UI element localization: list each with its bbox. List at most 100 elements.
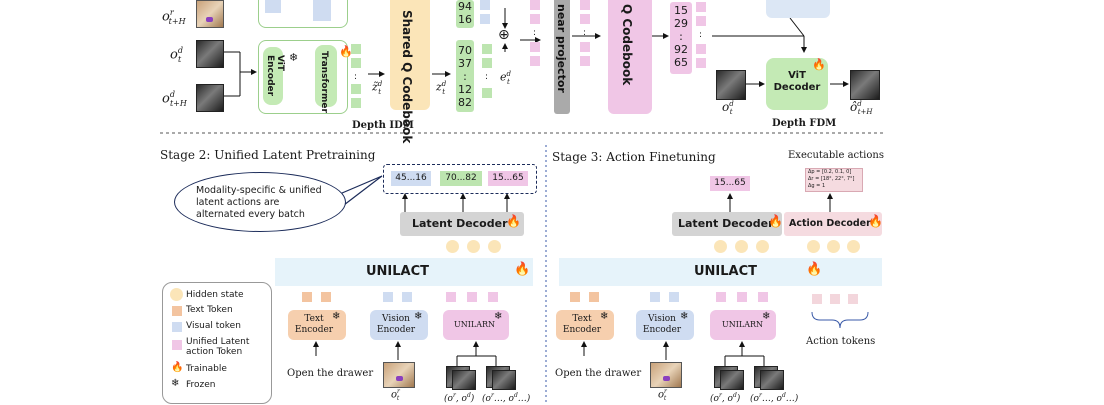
text-token-icon: [172, 306, 182, 316]
snowflake-icon: ❄: [680, 311, 689, 322]
unified-token-seq-stage3: 15...65: [710, 176, 750, 191]
depth-thumbnail-input: [716, 70, 746, 100]
unilarn-block-stage2: [443, 310, 509, 340]
action-token: [848, 294, 858, 304]
unilact-label-stage2: UNILACT: [366, 264, 430, 279]
text-token: [321, 292, 331, 302]
obs-rgb-t-label-stage3: ort: [658, 388, 667, 403]
depth-idm-box: ViT Encoder ❄ Transformer 🔥: [258, 40, 353, 114]
text-token: [589, 292, 599, 302]
hidden-state-dot: [827, 240, 840, 253]
unified-token: [488, 292, 498, 302]
obs-rgb-label: ort+H: [162, 8, 186, 26]
visual-token: [650, 292, 660, 302]
rgb-idm-box: [258, 0, 348, 28]
legend-visual-token: Visual token: [186, 321, 241, 331]
vit-encoder-block: [263, 47, 283, 105]
rgb-observation-thumbnail-stage3: [650, 362, 682, 388]
vision-encoder-block-stage3: [636, 310, 694, 340]
idm-token-stack: :: [351, 44, 361, 108]
hidden-state-dot: [488, 240, 501, 253]
pair-label-1-stage3: (or, od): [710, 392, 741, 404]
snowflake-icon: ❄: [332, 311, 341, 322]
pair-label-1: (or, od): [444, 392, 475, 404]
rgb-thumbnail: [196, 0, 224, 28]
fire-icon: 🔥: [806, 262, 823, 277]
blue-token: [480, 0, 490, 10]
unified-token: [737, 292, 747, 302]
fire-icon: 🔥: [514, 262, 531, 277]
action-decoder-label: Action Decoder: [789, 218, 871, 229]
vision-encoder-block: [370, 310, 428, 340]
action-decoder-block: [784, 212, 882, 236]
pair-thumbnail: [760, 370, 784, 390]
latent-decoder-block-stage3: [672, 212, 782, 236]
o-hat-label: ôdt+H: [850, 100, 873, 117]
latent-decoder-label-stage3: Latent Decoder: [678, 217, 774, 230]
text-encoder-block: [288, 310, 346, 340]
vit-decoder-block: [766, 58, 828, 110]
latent-decoder-label: Latent Decoder: [412, 217, 508, 230]
visual-token: [402, 292, 412, 302]
hidden-state-dot: [847, 240, 860, 253]
fire-icon: 🔥: [812, 58, 826, 71]
code-top-bg: [456, 0, 474, 28]
linear-projector-block: [554, 0, 570, 114]
snowflake-icon: ❄: [171, 378, 180, 389]
e-label: edt: [500, 70, 511, 86]
unilact-block-stage2: [275, 258, 533, 286]
linear-projector-label: near projector: [555, 4, 568, 93]
text-encoder-label: Text Encoder: [294, 314, 334, 335]
unified-token: [446, 292, 456, 302]
hidden-state-dot: [756, 240, 769, 253]
unified-token: [716, 292, 726, 302]
pink-token-stack-3: :: [696, 2, 706, 68]
vision-encoder-label: Vision Encoder: [376, 314, 416, 335]
instruction-text-stage3: Open the drawer: [555, 368, 642, 379]
action-token: [812, 294, 822, 304]
obs-depth-label: odt: [170, 46, 183, 64]
latent-decoder-block: [400, 212, 524, 236]
unilact-block-stage3: [559, 258, 882, 286]
shared-codebook-block: [390, 0, 430, 110]
pair-thumbnail: [492, 370, 516, 390]
stage3-title: Stage 3: Action Finetuning: [552, 150, 716, 164]
visual-token-icon: [172, 322, 182, 332]
text-encoder-block-stage3: [556, 310, 614, 340]
z-hat-label: zdt: [436, 80, 447, 96]
fire-icon: 🔥: [768, 214, 783, 228]
vq-codebook-block: [608, 0, 652, 114]
vq-codebook-label: Q Codebook: [620, 4, 634, 86]
snowflake-icon: ❄: [289, 51, 299, 64]
executable-actions-box: [805, 168, 863, 192]
unified-token-seq: 15...65: [488, 171, 528, 186]
vision-encoder-label-stage3: Vision Encoder: [642, 314, 682, 335]
text-token: [570, 292, 580, 302]
rgb-decoder-block: [766, 0, 830, 18]
hidden-state-dot: [735, 240, 748, 253]
depth-token-seq: 70...82: [440, 171, 482, 186]
hidden-state-dot: [446, 240, 459, 253]
unilarn-block-stage3: [710, 310, 776, 340]
legend-text-token: Text Token: [186, 305, 233, 315]
visual-token: [383, 292, 393, 302]
legend-box: [162, 282, 272, 404]
pink-token-stack: :: [530, 0, 542, 66]
fire-icon: 🔥: [868, 214, 883, 228]
vit-decoder-label: ViT Decoder: [773, 70, 821, 93]
text-token: [302, 292, 312, 302]
unilarn-label-stage3: UNILARN: [722, 320, 764, 329]
depth-idm-title: Depth IDM: [352, 120, 414, 131]
depth-thumbnail-predicted: [850, 70, 880, 100]
obs-depth-future-label: odt+H: [162, 90, 187, 108]
obs-rgb-t-label: ort: [391, 388, 400, 403]
snowflake-icon: ❄: [762, 311, 771, 322]
vit-encoder-label: ViT Encoder: [265, 55, 285, 97]
pair-thumbnail: [720, 370, 744, 390]
legend-hidden-state: Hidden state: [186, 290, 244, 300]
hidden-state-dot: [714, 240, 727, 253]
executable-actions-values: Δp = [0.2, 0.1, 0] Δr = [18°, 22°, 7°] Δ…: [808, 169, 855, 189]
